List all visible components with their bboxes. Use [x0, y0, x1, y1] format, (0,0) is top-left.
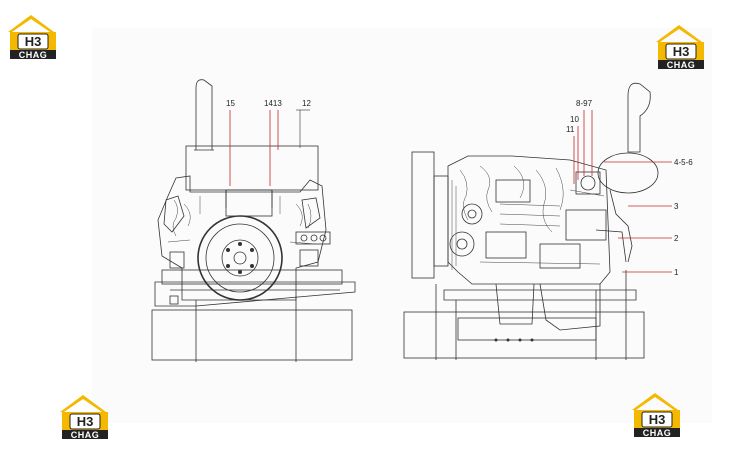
oil-sump: [495, 283, 535, 325]
muffler: [597, 152, 659, 194]
callout-15: 15: [226, 99, 235, 108]
logo-roof-icon: [60, 395, 106, 412]
pulley: [449, 231, 475, 257]
side-view-detail: [451, 165, 605, 270]
callout-12: 12: [302, 99, 311, 108]
callout-8-97: 8-97: [576, 99, 593, 108]
radiator: [411, 151, 435, 279]
base-frame: [154, 281, 356, 307]
side-base-skid: [403, 311, 645, 359]
drawing-sheet: [92, 28, 712, 423]
engine-block: [157, 175, 327, 301]
front-view-detail: [167, 196, 317, 245]
base-skid: [151, 309, 353, 361]
logo-roof-icon: [632, 393, 678, 410]
logo-brand: CHAG: [71, 430, 100, 440]
flywheel: [197, 215, 283, 301]
logo-roof-icon: [656, 25, 702, 42]
logo-brand: CHAG: [667, 60, 696, 70]
callout-4-5-6: 4-5-6: [674, 158, 693, 167]
callout-1413: 1413: [264, 99, 282, 108]
engine-front-view: [151, 79, 356, 362]
callout-11: 11: [566, 125, 575, 134]
brand-logo-bottom-left: H3 CHAG: [60, 395, 108, 440]
air-cleaner: [185, 145, 319, 191]
logo-mark: H3: [25, 34, 42, 49]
callout-2: 2: [674, 234, 679, 243]
exhaust-pipe: [195, 79, 213, 150]
brand-logo-bottom-right: H3 CHAG: [632, 393, 680, 438]
callout-3: 3: [674, 202, 679, 211]
logo-mark: H3: [673, 44, 690, 59]
exhaust-stack: [627, 82, 651, 153]
logo-brand: CHAG: [19, 50, 48, 60]
callout-10: 10: [570, 115, 579, 124]
callout-1: 1: [674, 268, 679, 277]
brand-logo-top-right: H3 CHAG: [656, 25, 704, 70]
callout-leaders: [229, 110, 672, 273]
logo-mark: H3: [649, 412, 666, 427]
logo-roof-icon: [8, 15, 54, 32]
engine-side-view: [403, 82, 659, 360]
engine-side-block: [447, 155, 611, 285]
brand-logo-top-left: H3 CHAG: [8, 15, 56, 60]
turbo-housing: [575, 171, 601, 195]
logo-mark: H3: [77, 414, 94, 429]
logo-brand: CHAG: [643, 428, 672, 438]
